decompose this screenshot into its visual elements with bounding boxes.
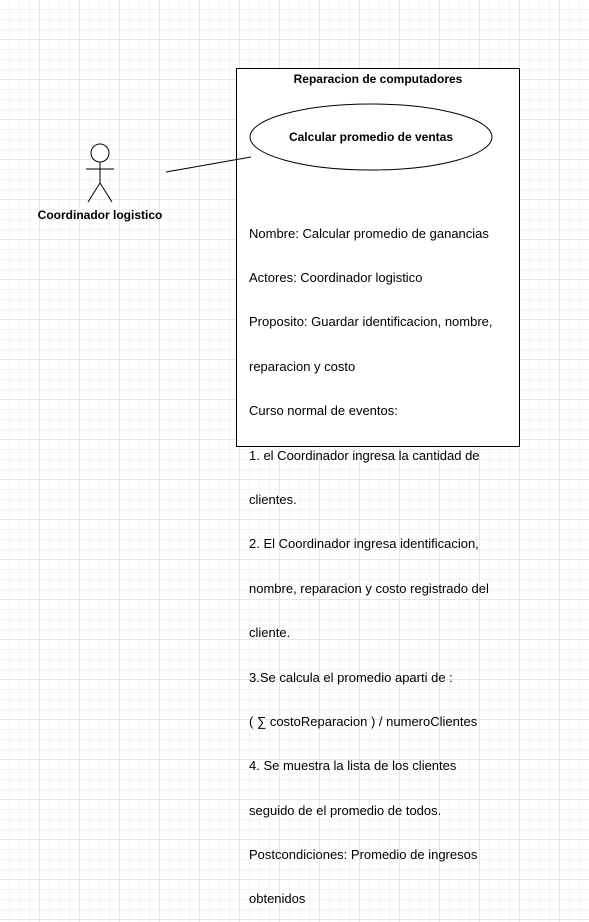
description-line: Curso normal de eventos: [249,403,398,419]
actor-right-leg [99,182,113,203]
diagram-canvas [86,68,520,447]
stick-figure-actor-icon[interactable] [86,143,114,203]
description-line: Proposito: Guardar identificacion, nombr… [249,314,493,330]
description-line: cliente. [249,625,291,641]
description-line: 1. el Coordinador ingresa la cantidad de [249,447,480,463]
description-line: obtenidos [249,891,306,907]
actor-label: Coordinador logistico [37,208,163,222]
description-line: 3.Se calcula el promedio aparti de : [249,669,453,685]
actor-head [90,143,110,163]
description-line: ( ∑ costoReparacion ) / numeroClientes [249,713,478,729]
description-line: Nombre: Calcular promedio de ganancias [249,225,489,241]
association-line[interactable] [165,156,252,173]
use-case-label: Calcular promedio de ventas [288,130,454,144]
description-line: nombre, reparacion y costo registrado de… [249,580,489,596]
actor-left-leg [87,182,101,203]
description-line: seguido de el promedio de todos. [249,802,442,818]
description-line: 2. El Coordinador ingresa identificacion… [249,536,479,552]
description-line: Actores: Coordinador logistico [249,269,423,285]
use-case-ellipse[interactable] [249,103,493,171]
description-line: 4. Se muestra la lista de los clientes [249,758,457,774]
use-case-description: Nombre: Calcular promedio de ganancias A… [249,197,511,922]
description-line: reparacion y costo [249,358,356,374]
description-line: clientes. [249,491,297,507]
description-line: Postcondiciones: Promedio de ingresos [249,847,478,863]
system-title: Reparacion de computadores [293,72,463,86]
